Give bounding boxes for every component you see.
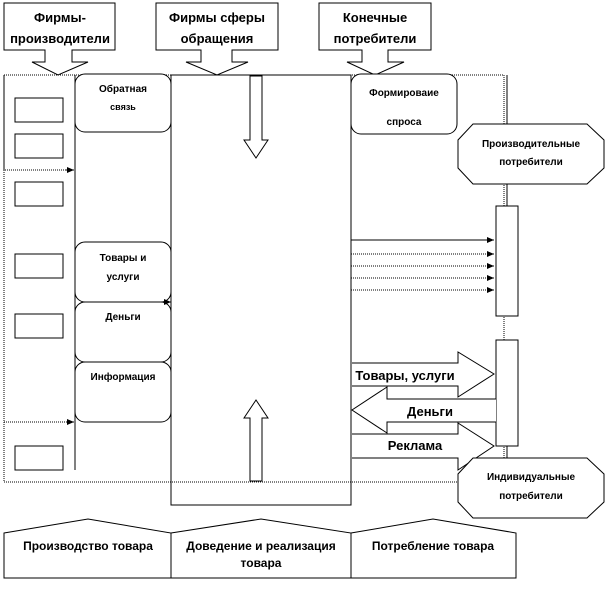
- header-end-consumers: Конечные потребители: [318, 2, 432, 76]
- block-feedback-line1: Обратная: [99, 83, 147, 95]
- block-information: Информация: [74, 361, 172, 423]
- producer-consumers: Производительные потребители: [457, 123, 605, 185]
- stage-production: Производство товара: [3, 518, 172, 579]
- stage-distribution-line1: Доведение и реализация: [186, 539, 335, 553]
- header-circulation-line1: Фирмы сферы: [169, 10, 265, 25]
- producer-box-6: [14, 445, 64, 471]
- advertising-arrow: Реклама: [352, 422, 495, 471]
- stage-consumption: Потребление товара: [350, 518, 517, 579]
- block-goods-line1: Товары и: [100, 253, 147, 264]
- producer-consumers-bar: [495, 205, 519, 317]
- header-producers-line1: Фирмы-: [34, 10, 86, 25]
- stage-production-line1: Производство товара: [23, 539, 153, 553]
- individual-consumers: Индивидуальные потребители: [457, 457, 605, 519]
- money-arrow-label: Деньги: [407, 404, 453, 419]
- flow-lines: [351, 237, 494, 293]
- block-feedback: Обратная связь: [74, 73, 172, 133]
- producer-box-5: [14, 313, 64, 339]
- producer-box-4: [14, 253, 64, 279]
- block-feedback-line2: связь: [110, 102, 136, 112]
- up-arrow: [243, 399, 269, 482]
- block-goods-services: Товары и услуги: [74, 241, 172, 303]
- producer-box-2: [14, 133, 64, 159]
- feedback-loop: [3, 75, 74, 171]
- stage-consumption-line1: Потребление товара: [372, 539, 495, 553]
- producer-consumers-line2: потребители: [499, 156, 563, 168]
- block-demand-line2: спроса: [387, 117, 422, 128]
- block-demand-formation: Формироваие спроса: [350, 73, 458, 135]
- down-arrow: [243, 75, 269, 159]
- individual-consumers-line1: Индивидуальные: [487, 472, 576, 483]
- header-consumers-line2: потребители: [334, 31, 417, 46]
- header-circulation-firms: Фирмы сферы обращения: [155, 2, 279, 76]
- goods-arrow-label: Товары, услуги: [355, 368, 454, 383]
- producer-consumers-line1: Производительные: [482, 139, 581, 150]
- money-arrow: Деньги: [351, 386, 496, 434]
- header-circulation-line2: обращения: [181, 31, 254, 46]
- header-consumers-line1: Конечные: [343, 10, 407, 25]
- stage-distribution-line2: товара: [241, 556, 282, 570]
- block-information-line1: Информация: [91, 371, 156, 383]
- block-demand-line1: Формироваие: [369, 88, 439, 99]
- header-producers-line2: производители: [10, 31, 110, 46]
- stage-distribution: Доведение и реализация товара: [170, 518, 352, 579]
- block-goods-line2: услуги: [107, 272, 140, 283]
- producer-box-3: [14, 181, 64, 207]
- goods-services-arrow: Товары, услуги: [352, 351, 495, 398]
- block-money: Деньги: [74, 301, 172, 363]
- block-money-line1: Деньги: [105, 312, 140, 323]
- header-producers: Фирмы- производители: [3, 2, 116, 76]
- advertising-arrow-label: Реклама: [388, 438, 443, 453]
- individual-consumers-line2: потребители: [499, 490, 563, 502]
- individual-consumers-bar: [495, 339, 519, 447]
- producer-box-1: [14, 97, 64, 123]
